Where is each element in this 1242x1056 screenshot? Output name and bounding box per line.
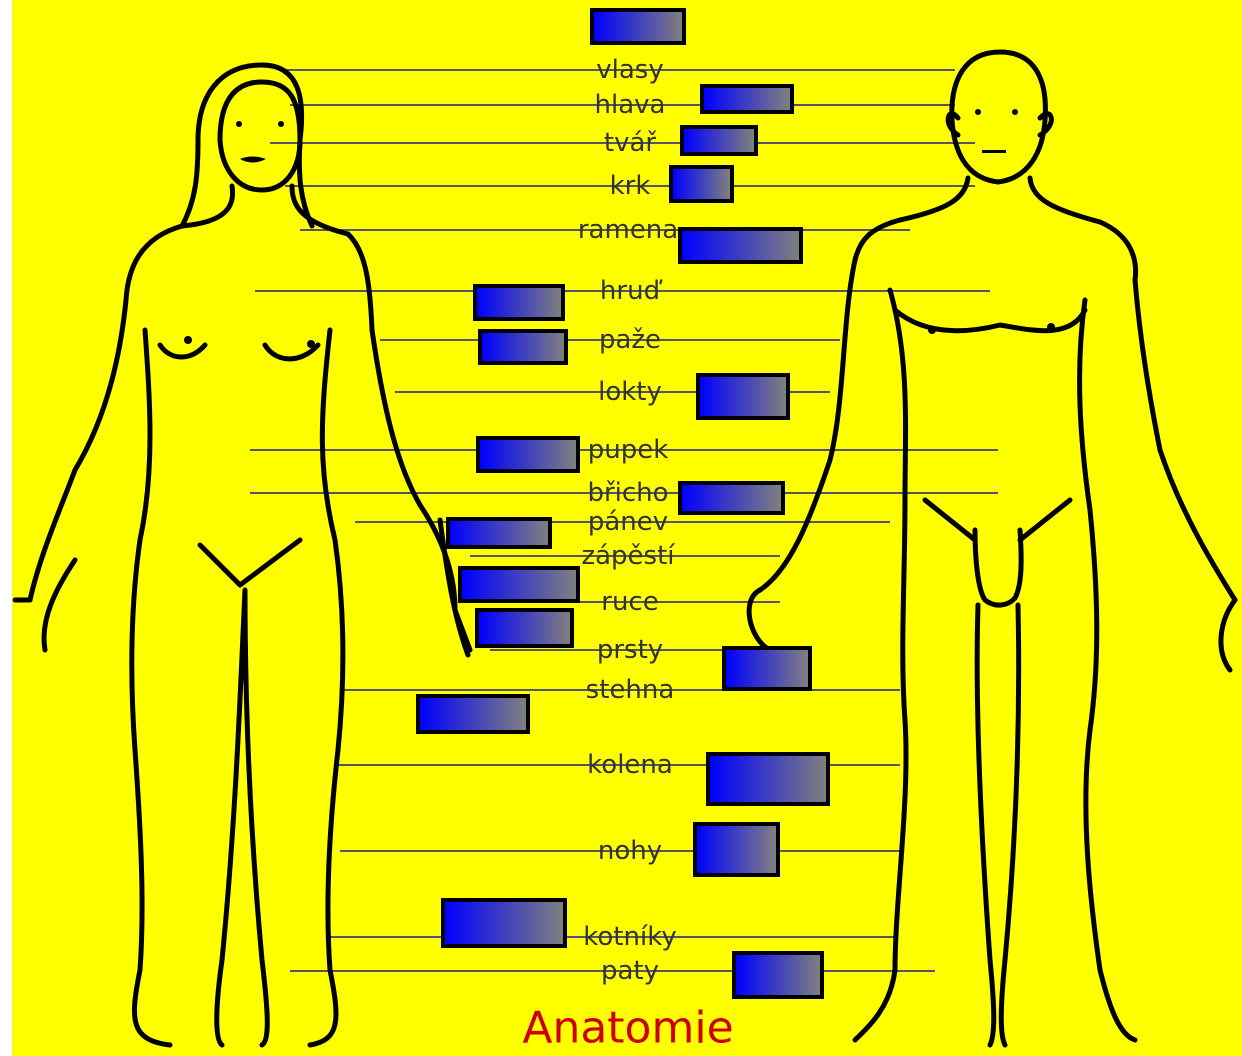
label-lokty: lokty bbox=[598, 377, 662, 407]
female-figure bbox=[15, 65, 470, 1045]
label-nohy: nohy bbox=[598, 836, 662, 866]
label-prsty: prsty bbox=[597, 635, 663, 665]
drop-box-10[interactable] bbox=[678, 481, 785, 515]
label-paty: paty bbox=[601, 956, 659, 986]
drop-box-12[interactable] bbox=[458, 566, 580, 603]
label-bricho: břicho bbox=[587, 478, 668, 508]
drop-box-1[interactable] bbox=[590, 8, 686, 45]
drop-box-17[interactable] bbox=[693, 822, 780, 877]
drop-box-18[interactable] bbox=[441, 898, 567, 948]
label-vlasy: vlasy bbox=[596, 55, 663, 85]
drop-box-13[interactable] bbox=[475, 608, 574, 648]
label-tvar: tvář bbox=[604, 128, 656, 158]
label-stehna: stehna bbox=[586, 675, 675, 705]
label-zapesti: zápěstí bbox=[581, 541, 674, 571]
label-krk: krk bbox=[610, 171, 651, 201]
male-figure bbox=[749, 52, 1235, 1045]
drop-box-15[interactable] bbox=[416, 694, 530, 734]
label-hlava: hlava bbox=[595, 90, 666, 120]
drop-box-6[interactable] bbox=[473, 284, 565, 321]
drop-box-16[interactable] bbox=[706, 752, 830, 806]
label-hrud: hruď bbox=[600, 276, 660, 306]
drop-box-9[interactable] bbox=[476, 436, 580, 473]
drop-box-4[interactable] bbox=[669, 165, 734, 203]
label-ramena: ramena bbox=[578, 215, 678, 245]
label-paze: paže bbox=[599, 325, 661, 355]
drop-box-3[interactable] bbox=[680, 125, 758, 156]
label-kotniky: kotníky bbox=[583, 922, 676, 952]
drop-box-7[interactable] bbox=[478, 329, 568, 365]
female-face bbox=[184, 121, 315, 348]
drop-box-2[interactable] bbox=[700, 84, 794, 114]
diagram-title: Anatomie bbox=[522, 1003, 733, 1054]
label-panev: pánev bbox=[588, 507, 668, 537]
drop-box-8[interactable] bbox=[696, 373, 790, 420]
label-pupek: pupek bbox=[588, 435, 669, 465]
diagram-canvas: vlasy hlava tvář krk ramena hruď paže lokty pupe… bbox=[12, 0, 1242, 1056]
label-kolena: kolena bbox=[587, 750, 673, 780]
drop-box-11[interactable] bbox=[446, 517, 552, 549]
drop-box-5[interactable] bbox=[678, 227, 803, 264]
drop-box-19[interactable] bbox=[732, 951, 824, 999]
drop-box-14[interactable] bbox=[722, 646, 812, 691]
label-ruce: ruce bbox=[601, 587, 658, 617]
